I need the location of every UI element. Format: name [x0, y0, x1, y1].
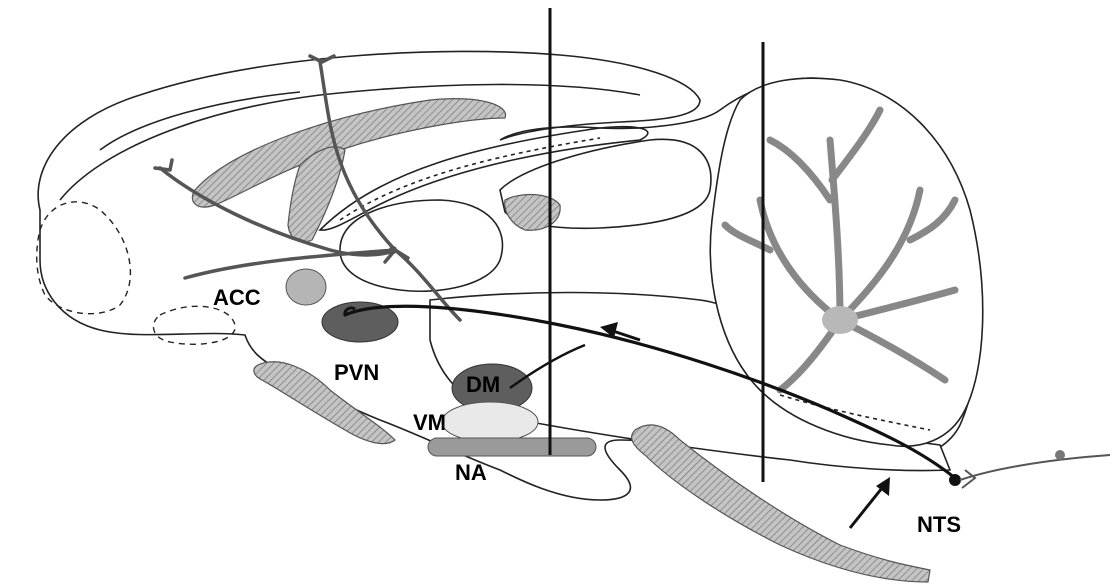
label-nts: NTS	[917, 512, 961, 537]
label-pvn: PVN	[334, 360, 379, 385]
label-na: NA	[455, 460, 487, 485]
vm-nucleus	[442, 402, 538, 442]
acc-nucleus	[286, 269, 326, 305]
label-vm: VM	[413, 410, 446, 435]
label-dm: DM	[466, 372, 500, 397]
na-nucleus	[428, 438, 596, 456]
label-acc: ACC	[213, 285, 261, 310]
